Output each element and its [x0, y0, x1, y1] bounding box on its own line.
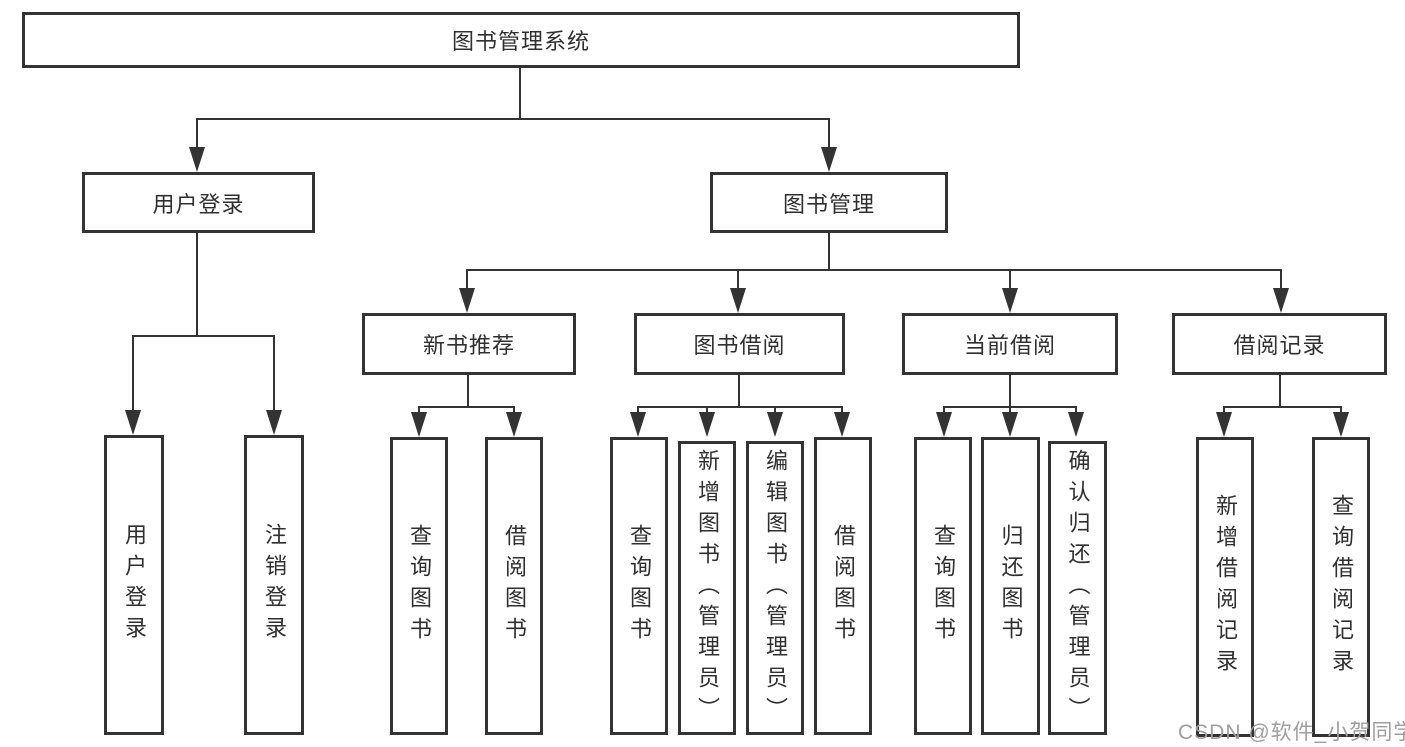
- connector-line: [466, 269, 468, 291]
- connector-line: [196, 233, 198, 337]
- connector-line: [1075, 406, 1077, 415]
- connector-arrow-icon: [411, 412, 427, 437]
- leaf-query-books-recommend: 查询图书: [390, 437, 448, 735]
- connector-line: [1009, 406, 1011, 415]
- connector-arrow-icon: [189, 147, 205, 172]
- connector-line: [196, 118, 830, 120]
- leaf-edit-book-admin: 编辑图书（管理员）: [746, 441, 804, 735]
- connector-line: [1280, 269, 1282, 291]
- node-root-label: 图书管理系统: [451, 29, 590, 54]
- connector-line: [737, 269, 739, 291]
- node-book-management-label: 图书管理: [782, 191, 875, 217]
- leaf-query-borrow-record-label: 查询借阅记录: [1329, 494, 1354, 680]
- leaf-add-borrow-record: 新增借阅记录: [1196, 437, 1254, 737]
- node-user-login: 用户登录: [82, 172, 315, 233]
- connector-arrow-icon: [767, 412, 783, 437]
- leaf-return-books-label: 归还图书: [998, 524, 1024, 648]
- node-root: 图书管理系统: [22, 12, 1020, 68]
- watermark-text: CSDN @软件_小贺同学: [1178, 721, 1405, 744]
- node-book-management: 图书管理: [710, 172, 948, 233]
- connector-arrow-icon: [266, 410, 282, 435]
- node-current-borrow-label: 当前借阅: [963, 333, 1056, 358]
- leaf-query-books-recommend-label: 查询图书: [407, 524, 432, 648]
- connector-line: [1009, 269, 1011, 291]
- connector-line: [1223, 406, 1225, 415]
- connector-arrow-icon: [730, 288, 746, 313]
- connector-arrow-icon: [1333, 412, 1349, 437]
- node-new-book-recommend: 新书推荐: [362, 313, 576, 375]
- connector-line: [132, 335, 134, 413]
- connector-line: [273, 335, 275, 413]
- leaf-borrow-books-recommend-label: 借阅图书: [502, 524, 527, 648]
- node-user-login-label: 用户登录: [152, 191, 245, 217]
- connector-arrow-icon: [936, 412, 952, 437]
- leaf-query-books-current-label: 查询图书: [931, 524, 956, 648]
- node-new-book-recommend-label: 新书推荐: [422, 333, 515, 358]
- node-book-borrow: 图书借阅: [634, 313, 845, 375]
- connector-line: [132, 335, 275, 337]
- leaf-logout-label: 注销登录: [262, 523, 287, 647]
- connector-line: [774, 406, 776, 415]
- connector-line: [828, 233, 830, 271]
- connector-arrow-icon: [630, 412, 646, 437]
- connector-line: [196, 118, 198, 150]
- leaf-query-books-current: 查询图书: [914, 437, 972, 735]
- connector-line: [513, 406, 515, 415]
- leaf-borrow-books-label: 借阅图书: [831, 524, 856, 648]
- connector-arrow-icon: [459, 288, 475, 313]
- connector-line: [637, 406, 639, 415]
- connector-line: [1223, 406, 1341, 408]
- connector-arrow-icon: [834, 412, 850, 437]
- leaf-query-books-borrow: 查询图书: [610, 437, 668, 735]
- connector-arrow-icon: [1068, 412, 1084, 437]
- leaf-user-login: 用户登录: [104, 435, 164, 735]
- leaf-add-book-admin-label: 新增图书（管理员）: [695, 448, 720, 728]
- connector-line: [418, 406, 515, 408]
- connector-arrow-icon: [1002, 288, 1018, 313]
- leaf-add-book-admin: 新增图书（管理员）: [678, 441, 736, 735]
- leaf-borrow-books: 借阅图书: [814, 437, 872, 735]
- connector-arrow-icon: [125, 410, 141, 435]
- connector-line: [637, 406, 843, 408]
- connector-line: [519, 66, 521, 120]
- leaf-query-books-borrow-label: 查询图书: [627, 524, 652, 648]
- leaf-query-borrow-record: 查询借阅记录: [1312, 437, 1370, 737]
- leaf-return-books: 归还图书: [981, 437, 1040, 735]
- node-book-borrow-label: 图书借阅: [693, 333, 786, 358]
- leaf-confirm-return-admin-label: 确认归还（管理员）: [1065, 448, 1091, 728]
- connector-arrow-icon: [821, 147, 837, 172]
- connector-arrow-icon: [506, 412, 522, 437]
- connector-line: [1340, 406, 1342, 415]
- leaf-add-borrow-record-label: 新增借阅记录: [1213, 494, 1238, 680]
- leaf-user-login-label: 用户登录: [122, 523, 147, 647]
- leaf-logout: 注销登录: [244, 435, 304, 735]
- node-borrow-records-label: 借阅记录: [1233, 333, 1326, 358]
- connector-line: [738, 375, 740, 408]
- node-borrow-records: 借阅记录: [1172, 313, 1387, 375]
- connector-line: [418, 406, 420, 415]
- connector-arrow-icon: [1273, 288, 1289, 313]
- connector-line: [466, 269, 1282, 271]
- connector-arrow-icon: [699, 412, 715, 437]
- connector-line: [706, 406, 708, 415]
- connector-line: [841, 406, 843, 415]
- connector-line: [1279, 375, 1281, 408]
- leaf-edit-book-admin-label: 编辑图书（管理员）: [763, 448, 788, 728]
- connector-line: [943, 406, 945, 415]
- leaf-confirm-return-admin: 确认归还（管理员）: [1048, 441, 1107, 735]
- connector-line: [828, 118, 830, 150]
- connector-arrow-icon: [1216, 412, 1232, 437]
- node-current-borrow: 当前借阅: [902, 313, 1118, 375]
- connector-line: [1009, 375, 1011, 408]
- leaf-borrow-books-recommend: 借阅图书: [485, 437, 543, 735]
- connector-line: [467, 375, 469, 408]
- connector-arrow-icon: [1002, 412, 1018, 437]
